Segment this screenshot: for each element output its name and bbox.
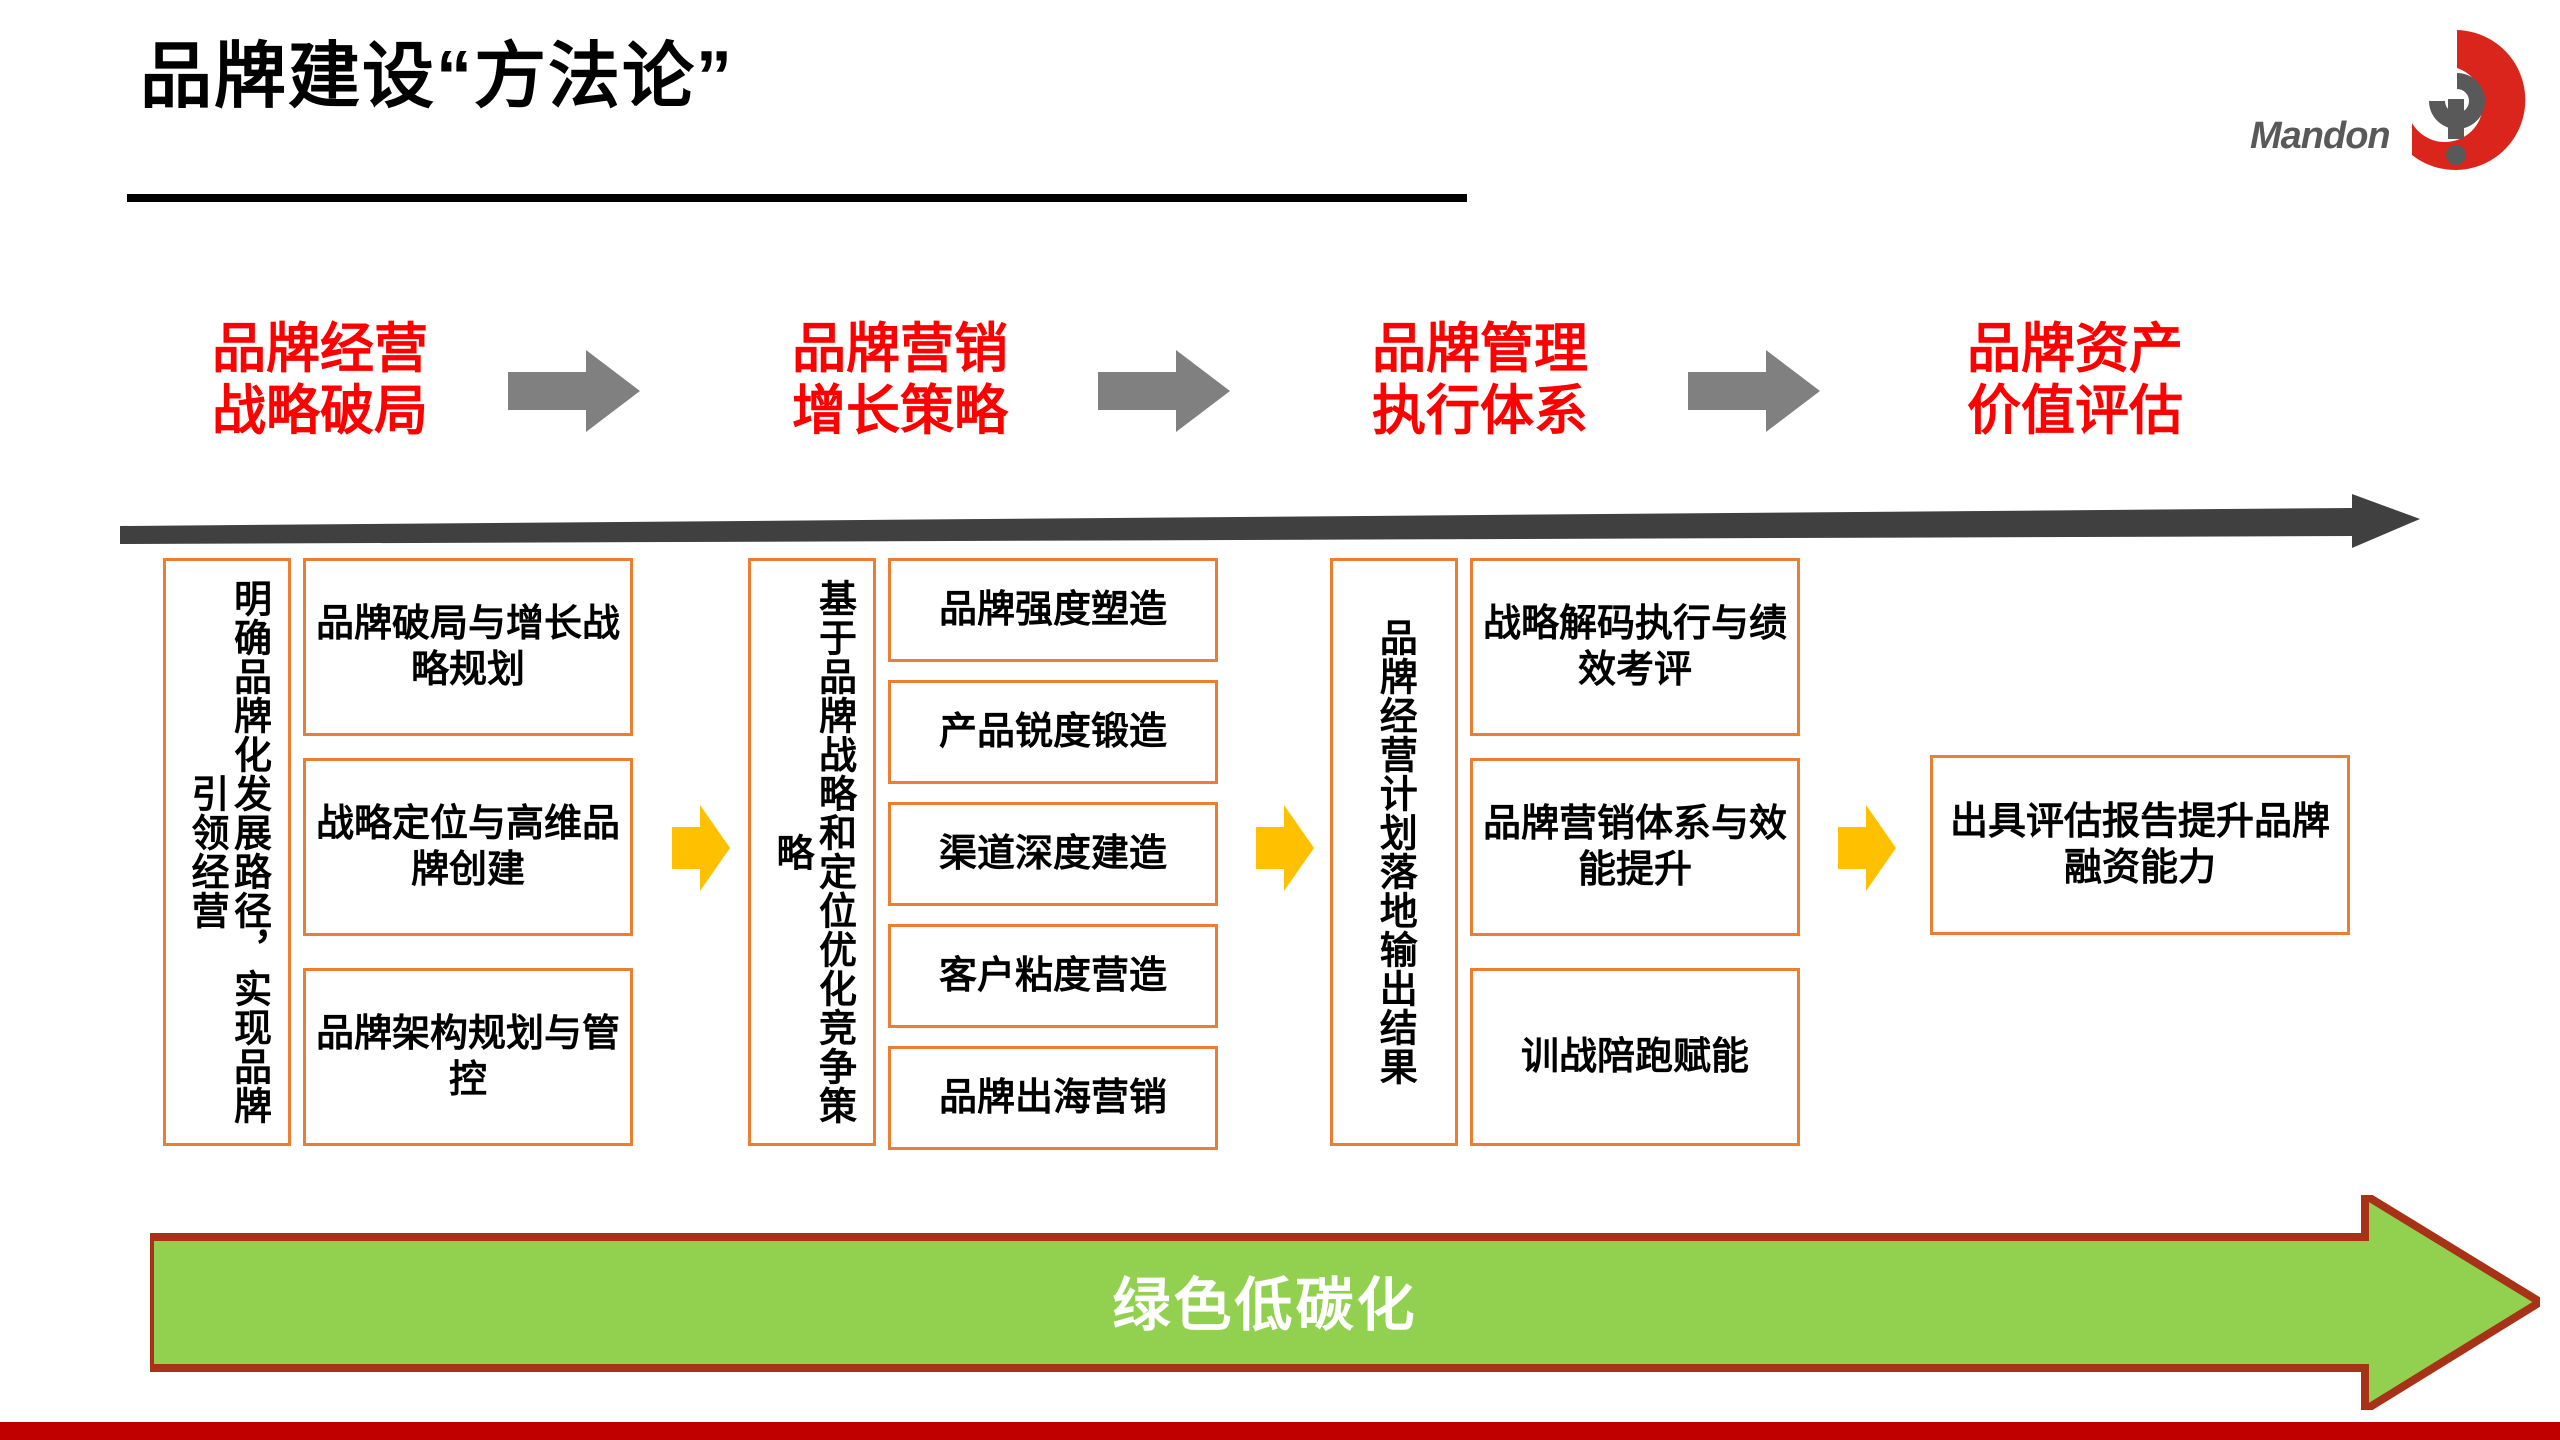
gray-arrow-icon-3: [1688, 350, 1820, 432]
spiral-question-mark-icon: [2412, 30, 2526, 170]
gray-arrow-icon-1: [508, 350, 640, 432]
phase-heading-1: 品牌经营 战略破局: [155, 318, 485, 442]
phase-item-label-2-5: 品牌出海营销: [938, 1076, 1167, 1119]
phase-item-label-1-3: 品牌架构规划与管控: [315, 1012, 620, 1101]
phase-item-label-3-3: 训战陪跑赋能: [1520, 1035, 1749, 1078]
phase-heading-2-line2: 增长策略: [792, 381, 1008, 442]
phase-heading-3-line1: 品牌管理: [1372, 319, 1588, 379]
phase-item-label-3-2: 品牌营销体系与效能提升: [1482, 802, 1787, 891]
green-banner-arrow: [150, 1195, 2540, 1410]
phase-item-label-1-2: 战略定位与高维品牌创建: [315, 802, 620, 891]
phase-heading-4-line1: 品牌资产: [1967, 319, 2183, 379]
phase-item-box-2-3[interactable]: 渠道深度建造: [888, 802, 1218, 906]
phase-item-box-2-5[interactable]: 品牌出海营销: [888, 1046, 1218, 1150]
timeline-arrow-icon: [120, 494, 2420, 548]
phase-item-box-2-4[interactable]: 客户粘度营造: [888, 924, 1218, 1028]
green-banner-label: 绿色低碳化: [1112, 1273, 1418, 1338]
logo-wordmark: Mandon: [2250, 115, 2391, 157]
phase-heading-2-line1: 品牌营销: [792, 319, 1008, 379]
phase-summary-text-2: 基于品牌战略和定位优化竞争策略: [770, 579, 855, 1125]
title-underline-rule: [127, 194, 1467, 202]
phase-item-box-1-2[interactable]: 战略定位与高维品牌创建: [303, 758, 633, 936]
phase-summary-box-3: 品牌经营计划落地输出结果: [1330, 558, 1458, 1146]
phase-heading-1-line1: 品牌经营: [212, 319, 428, 379]
phase-item-box-1-3[interactable]: 品牌架构规划与管控: [303, 968, 633, 1146]
phase-item-box-1-1[interactable]: 品牌破局与增长战略规划: [303, 558, 633, 736]
phase-item-box-2-2[interactable]: 产品锐度锻造: [888, 680, 1218, 784]
phase-item-label-2-4: 客户粘度营造: [938, 954, 1167, 997]
yellow-arrow-icon-3: [1838, 805, 1896, 891]
phase-summary-text-3: 品牌经营计划落地输出结果: [1373, 618, 1416, 1086]
phase-summary-box-2: 基于品牌战略和定位优化竞争策略: [748, 558, 876, 1146]
phase-summary-text-1: 明确品牌化发展路径，实现品牌引领经营: [185, 579, 270, 1125]
phase-item-box-3-1[interactable]: 战略解码执行与绩效考评: [1470, 558, 1800, 736]
yellow-arrow-icon-2: [1256, 805, 1314, 891]
phase-item-label-1-1: 品牌破局与增长战略规划: [315, 602, 620, 691]
phase-heading-4-line2: 价值评估: [1967, 381, 2183, 442]
phase-item-box-3-3[interactable]: 训战陪跑赋能: [1470, 968, 1800, 1146]
phase-heading-4: 品牌资产 价值评估: [1910, 318, 2240, 442]
phase-item-label-3-1: 战略解码执行与绩效考评: [1482, 602, 1787, 691]
phase-item-label-2-3: 渠道深度建造: [938, 832, 1167, 875]
phase-item-label-2-2: 产品锐度锻造: [938, 710, 1167, 753]
phase-item-box-4-1[interactable]: 出具评估报告提升品牌融资能力: [1930, 755, 2350, 935]
page-title: 品牌建设“方法论”: [140, 37, 735, 117]
phase-item-label-2-1: 品牌强度塑造: [938, 588, 1167, 631]
phase-item-box-2-1[interactable]: 品牌强度塑造: [888, 558, 1218, 662]
bottom-accent-bar: [0, 1422, 2560, 1440]
phase-summary-box-1: 明确品牌化发展路径，实现品牌引领经营: [163, 558, 291, 1146]
phase-item-box-3-2[interactable]: 品牌营销体系与效能提升: [1470, 758, 1800, 936]
phase-heading-1-line2: 战略破局: [212, 381, 428, 442]
phase-heading-3-line2: 执行体系: [1372, 381, 1588, 442]
gray-arrow-icon-2: [1098, 350, 1230, 432]
yellow-arrow-icon-1: [672, 805, 730, 891]
phase-heading-2: 品牌营销 增长策略: [735, 318, 1065, 442]
phase-heading-3: 品牌管理 执行体系: [1315, 318, 1645, 442]
phase-item-label-4-1: 出具评估报告提升品牌融资能力: [1949, 800, 2330, 889]
brand-logo: Mandon: [2250, 25, 2550, 170]
